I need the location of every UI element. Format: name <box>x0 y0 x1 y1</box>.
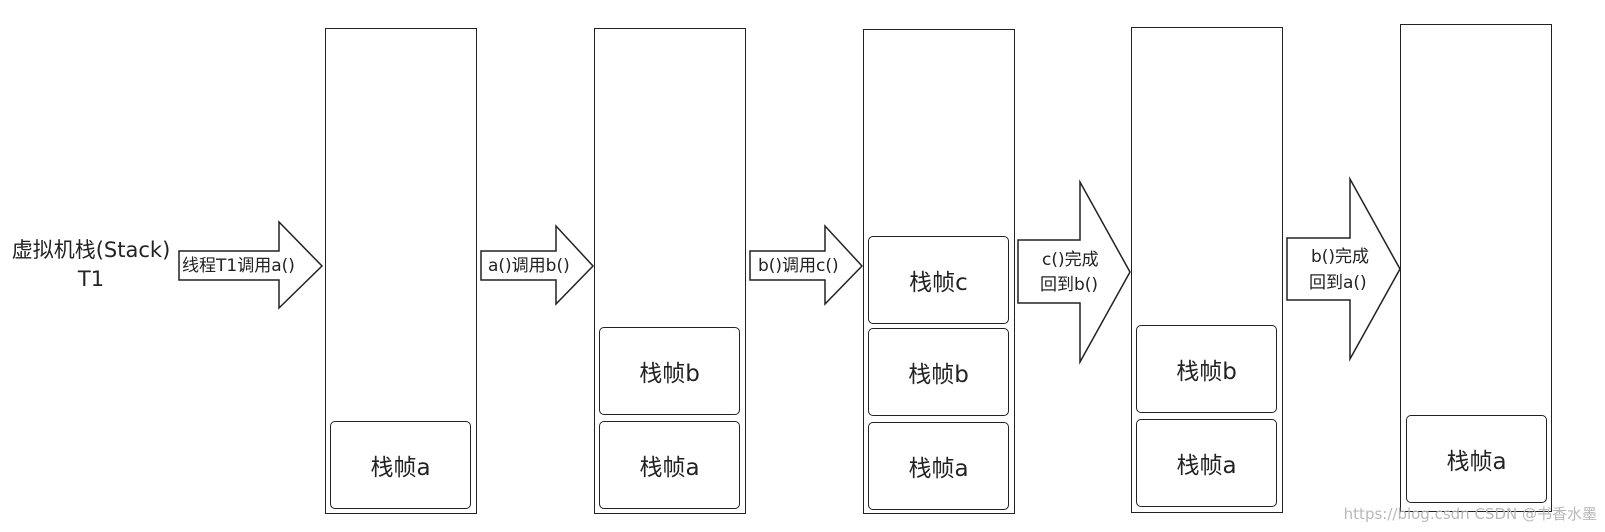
diagram-title: 虚拟机栈(Stack) <box>11 238 171 262</box>
arrow-shape-1 <box>178 220 324 310</box>
stack-column-5: 栈帧a <box>1400 24 1552 512</box>
arrow-shape-4 <box>1017 179 1131 365</box>
stack-column-2: 栈帧b 栈帧a <box>594 28 746 514</box>
arrow-label-3: b()调用c() <box>758 256 839 276</box>
arrow-label-5b: 回到a() <box>1309 273 1367 293</box>
stack-frame: 栈帧b <box>1136 325 1277 413</box>
arrow-shape-5 <box>1286 176 1401 362</box>
stack-frame: 栈帧a <box>1136 419 1277 507</box>
stack-frame: 栈帧a <box>1406 415 1547 503</box>
stack-column-1: 栈帧a <box>325 28 477 514</box>
stack-frame: 栈帧b <box>868 328 1009 416</box>
arrow-label-2: a()调用b() <box>488 256 570 276</box>
stack-frame: 栈帧a <box>599 421 740 509</box>
arrow-label-4a: c()完成 <box>1042 250 1099 270</box>
stack-column-4: 栈帧b 栈帧a <box>1131 27 1283 513</box>
thread-label: T1 <box>77 267 105 291</box>
stack-column-3: 栈帧c 栈帧b 栈帧a <box>863 29 1015 514</box>
stack-frame: 栈帧c <box>868 236 1009 324</box>
arrow-label-4b: 回到b() <box>1040 275 1099 295</box>
arrow-label-5a: b()完成 <box>1311 247 1370 267</box>
watermark: https://blog.csdn CSDN @书香水墨 <box>1343 505 1597 523</box>
arrow-label-1: 线程T1调用a() <box>182 256 295 276</box>
arrow-shape-3 <box>749 224 864 306</box>
stack-frame: 栈帧b <box>599 327 740 415</box>
stack-frame: 栈帧a <box>330 421 471 509</box>
arrow-shape-2 <box>480 224 595 306</box>
stack-frame: 栈帧a <box>868 422 1009 510</box>
